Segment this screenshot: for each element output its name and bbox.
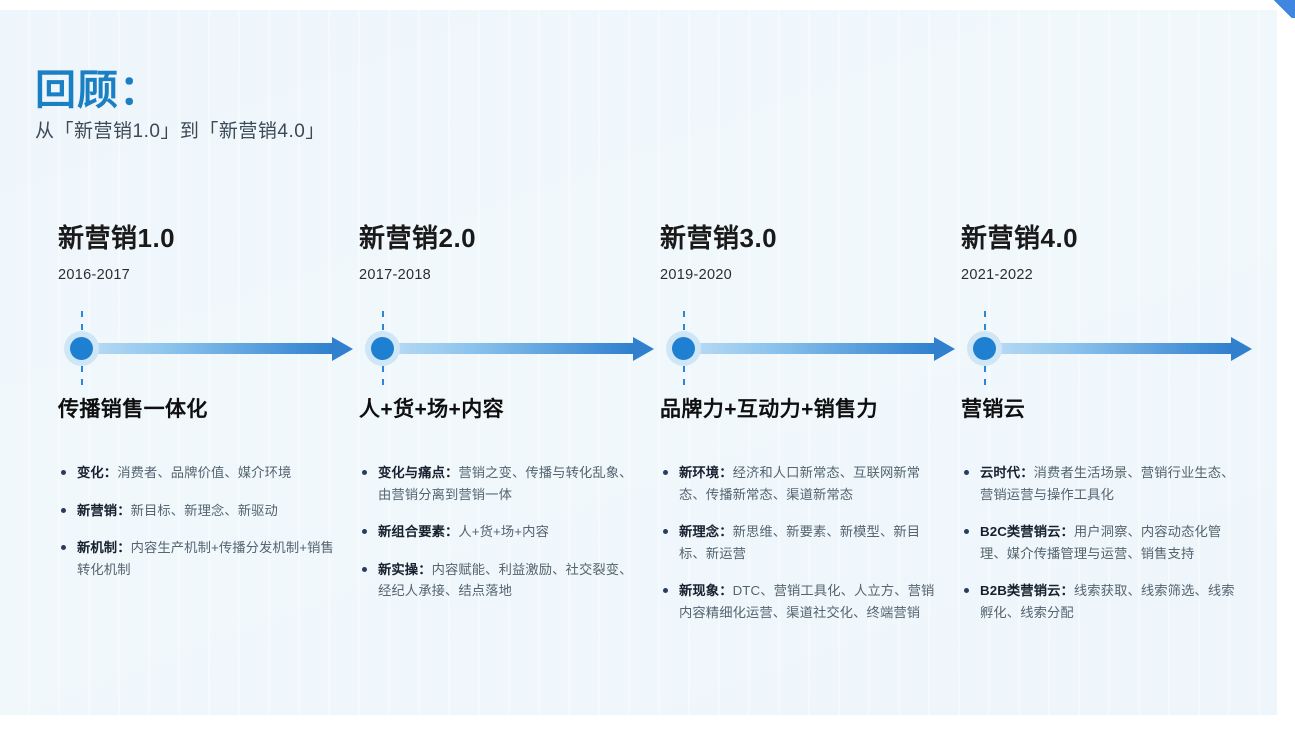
bullet-text: 营销之变、传播与转化乱象、由营销分离到营销一体 — [378, 465, 633, 502]
bullet-text: 用户洞察、内容动态化管理、媒介传播管理与运营、销售支持 — [980, 524, 1222, 561]
stage-bullet-list: 新环境：经济和人口新常态、互联网新常态、传播新常态、渠道新常态 新理念：新思维、… — [660, 462, 936, 623]
arrow-head-icon — [934, 336, 955, 361]
stage-bullet-list: 变化：消费者、品牌价值、媒介环境 新营销：新目标、新理念、新驱动 新机制：内容生… — [58, 462, 334, 580]
list-item: 新营销：新目标、新理念、新驱动 — [58, 500, 334, 522]
bullet-text: 线索获取、线索筛选、线索孵化、线索分配 — [980, 583, 1235, 620]
list-item: 新现象：DTC、营销工具化、人立方、营销内容精细化运营、渠道社交化、终端营销 — [660, 580, 936, 623]
bullet-label: 新营销： — [77, 502, 131, 518]
bullet-label: B2B类营销云： — [980, 583, 1074, 599]
arrow-head-icon — [633, 336, 654, 361]
stage-title: 新营销1.0 — [58, 223, 176, 253]
tick-mark-down-icon — [382, 366, 384, 385]
slide-heading-block: 回顾： 从「新营销1.0」到「新营销4.0」 — [35, 68, 325, 145]
stage-key-phrase: 人+货+场+内容 — [359, 398, 504, 421]
axis-bar — [383, 343, 635, 354]
list-item: 云时代：消费者生活场景、营销行业生态、营销运营与操作工具化 — [961, 462, 1237, 505]
stage-key-phrase: 传播销售一体化 — [58, 398, 208, 421]
tick-mark-down-icon — [683, 366, 685, 385]
page-subtitle: 从「新营销1.0」到「新营销4.0」 — [35, 121, 325, 143]
bullet-label: 变化： — [77, 465, 118, 480]
list-item: B2B类营销云：线索获取、线索筛选、线索孵化、线索分配 — [961, 580, 1237, 623]
timeline-columns: 新营销1.0 2016-2017 传播销售一体化 变化：消费者、品牌价值、媒介环… — [0, 224, 1277, 664]
timeline-axis-segment — [660, 311, 961, 387]
bullet-label: 新组合要素： — [378, 524, 459, 540]
bullet-text: 内容赋能、利益激励、社交裂变、经纪人承接、结点落地 — [378, 561, 633, 599]
slide-canvas: 回顾： 从「新营销1.0」到「新营销4.0」 新营销1.0 2016-2017 … — [0, 10, 1277, 715]
timeline-dot-icon — [371, 337, 394, 360]
stage-bullet-list: 变化与痛点：营销之变、传播与转化乱象、由营销分离到营销一体 新组合要素：人+货+… — [359, 462, 635, 602]
bullet-text: 内容生产机制+传播分发机制+销售转化机制 — [77, 540, 334, 577]
bullet-label: 新环境： — [679, 465, 733, 480]
stage-key-phrase: 品牌力+互动力+销售力 — [660, 398, 878, 421]
stage-key-phrase: 营销云 — [961, 398, 1026, 421]
bullet-text: 经济和人口新常态、互联网新常态、传播新常态、渠道新常态 — [679, 465, 921, 502]
bullet-text: 消费者、品牌价值、媒介环境 — [117, 465, 292, 480]
list-item: 新实操：内容赋能、利益激励、社交裂变、经纪人承接、结点落地 — [359, 559, 635, 602]
stage-years: 2019-2020 — [660, 267, 733, 283]
tick-mark-up-icon — [984, 311, 986, 330]
timeline-stage-2: 新营销2.0 2017-2018 人+货+场+内容 变化与痛点：营销之变、传播与… — [359, 224, 660, 618]
stage-years: 2017-2018 — [359, 267, 432, 283]
timeline-dot-icon — [672, 337, 695, 360]
list-item: B2C类营销云：用户洞察、内容动态化管理、媒介传播管理与运营、销售支持 — [961, 521, 1237, 564]
axis-bar — [985, 343, 1233, 354]
bullet-text: 人+货+场+内容 — [458, 524, 549, 540]
timeline-stage-1: 新营销1.0 2016-2017 传播销售一体化 变化：消费者、品牌价值、媒介环… — [58, 224, 359, 596]
list-item: 新组合要素：人+货+场+内容 — [359, 521, 635, 543]
bullet-label: 新机制： — [77, 540, 131, 556]
bullet-text: DTC、营销工具化、人立方、营销内容精细化运营、渠道社交化、终端营销 — [679, 583, 935, 620]
bullet-label: 新实操： — [378, 561, 432, 577]
axis-bar — [684, 343, 936, 354]
stage-years: 2016-2017 — [58, 267, 131, 283]
bullet-label: 新理念： — [679, 524, 733, 540]
list-item: 新理念：新思维、新要素、新模型、新目标、新运营 — [660, 521, 936, 564]
bullet-text: 新思维、新要素、新模型、新目标、新运营 — [679, 524, 921, 561]
bullet-label: 云时代： — [980, 465, 1034, 480]
list-item: 新机制：内容生产机制+传播分发机制+销售转化机制 — [58, 537, 334, 580]
stage-years: 2021-2022 — [961, 267, 1034, 283]
list-item: 变化：消费者、品牌价值、媒介环境 — [58, 462, 334, 484]
tick-mark-up-icon — [683, 311, 685, 330]
timeline-axis-segment — [961, 311, 1262, 387]
stage-title: 新营销2.0 — [359, 223, 477, 253]
corner-marker-icon — [1269, 0, 1295, 18]
bullet-label: B2C类营销云： — [980, 524, 1074, 540]
arrow-head-icon — [332, 336, 353, 361]
timeline-stage-4: 新营销4.0 2021-2022 营销云 云时代：消费者生活场景、营销行业生态、… — [961, 224, 1262, 639]
tick-mark-up-icon — [382, 311, 384, 330]
arrow-head-icon — [1231, 336, 1252, 361]
page-title: 回顾： — [35, 67, 161, 113]
stage-title: 新营销4.0 — [961, 223, 1079, 253]
list-item: 变化与痛点：营销之变、传播与转化乱象、由营销分离到营销一体 — [359, 462, 635, 505]
stage-title: 新营销3.0 — [660, 223, 778, 253]
bullet-label: 新现象： — [679, 583, 733, 599]
timeline-dot-icon — [973, 337, 996, 360]
timeline-axis-segment — [359, 311, 660, 387]
bullet-label: 变化与痛点： — [378, 465, 459, 480]
bullet-text: 消费者生活场景、营销行业生态、营销运营与操作工具化 — [980, 465, 1235, 502]
axis-bar — [82, 343, 334, 354]
tick-mark-down-icon — [81, 366, 83, 385]
timeline-axis-segment — [58, 311, 359, 387]
bullet-text: 新目标、新理念、新驱动 — [130, 502, 278, 518]
timeline-dot-icon — [70, 337, 93, 360]
list-item: 新环境：经济和人口新常态、互联网新常态、传播新常态、渠道新常态 — [660, 462, 936, 505]
timeline-stage-3: 新营销3.0 2019-2020 品牌力+互动力+销售力 新环境：经济和人口新常… — [660, 224, 961, 639]
tick-mark-up-icon — [81, 311, 83, 330]
tick-mark-down-icon — [984, 366, 986, 385]
stage-bullet-list: 云时代：消费者生活场景、营销行业生态、营销运营与操作工具化 B2C类营销云：用户… — [961, 462, 1237, 623]
